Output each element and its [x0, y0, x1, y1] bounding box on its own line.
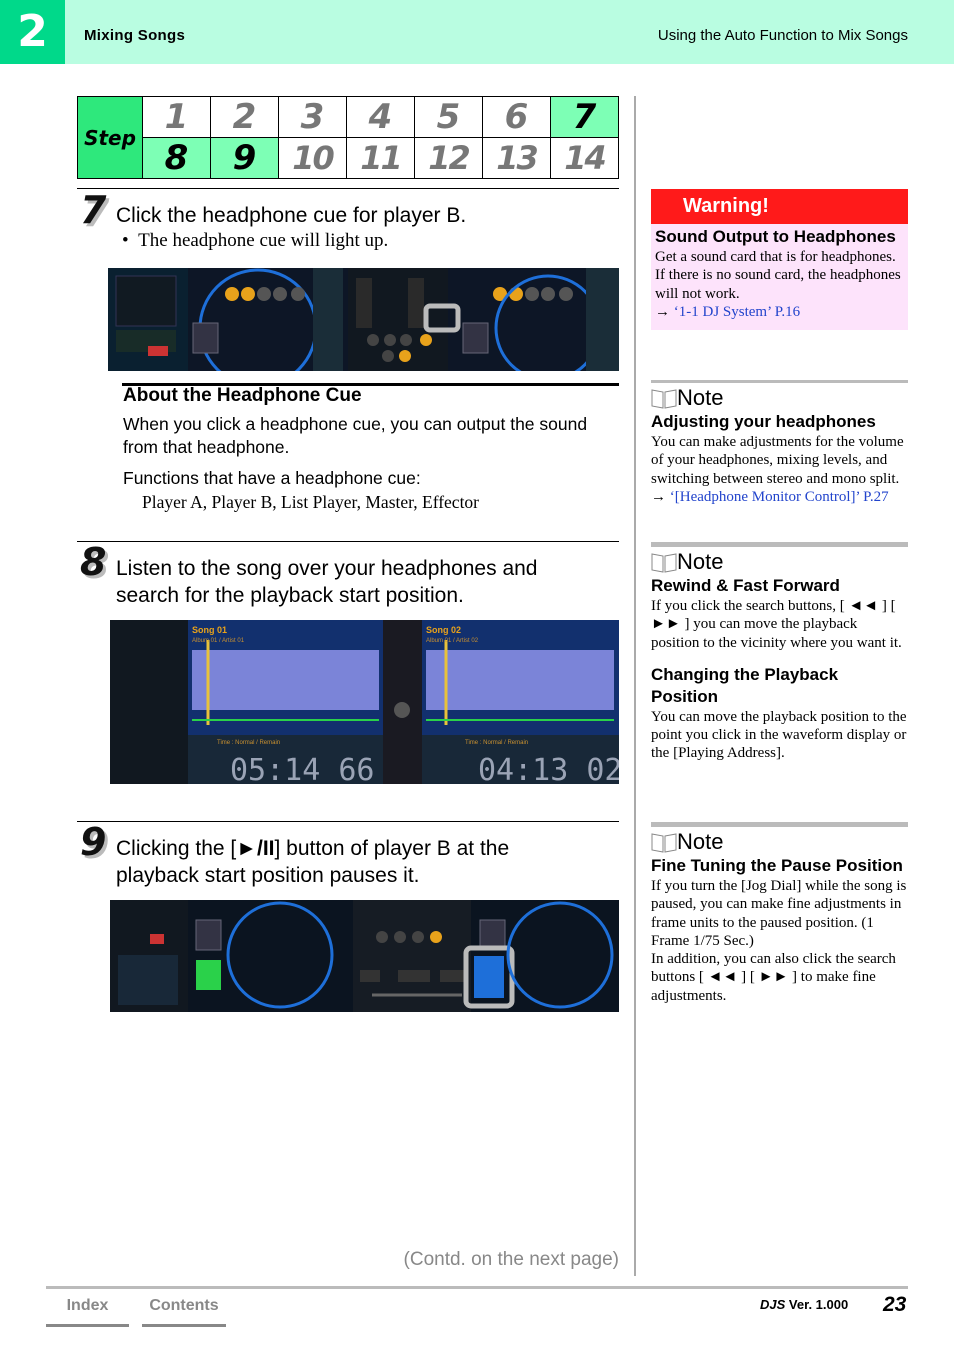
warning-link-row: → ‘1-1 DJ System’ P.16 [655, 303, 801, 320]
song-b-subtitle: Album 01 / Artist 02 [426, 638, 479, 644]
note-text-2: You can move the playback position to th… [651, 708, 907, 762]
time-label-a: Time : Normal / Remain [217, 740, 280, 746]
playing-address-b[interactable]: 04:13 02 [478, 753, 619, 784]
warning-text: Get a sound card that is for headphones.… [655, 249, 901, 302]
step-cell[interactable]: 12 [414, 137, 483, 179]
contents-link[interactable]: Contents [142, 1292, 226, 1327]
play-pause-glyph: ►/II [236, 837, 275, 860]
subsection-rule [122, 383, 619, 386]
play-pause-screenshot [110, 900, 619, 1012]
note-text-2: In addition, you can also click the sear… [651, 951, 896, 1004]
divider [77, 541, 619, 542]
note-text: You can make adjustments for the volume … [651, 434, 904, 487]
step-number: 7 [80, 188, 107, 232]
warning-title: Sound Output to Headphones [655, 227, 896, 246]
step-cell[interactable]: 2 [210, 96, 279, 138]
subsection-text: When you click a headphone cue, you can … [123, 414, 588, 457]
waveform-screenshot: Song 01 Album 01 / Artist 01 Song 02 Alb… [110, 620, 619, 784]
book-icon [651, 551, 677, 573]
step-cell[interactable]: 4 [346, 96, 415, 138]
page-title: Using the Auto Function to Mix Songs [657, 27, 908, 44]
version-text: Ver. 1.000 [788, 1297, 849, 1312]
note-link[interactable]: ‘[Headphone Monitor Control]’ P.27 [669, 488, 889, 505]
step-navigation-table: Step 1 2 3 4 5 6 7 8 9 10 11 12 13 14 [77, 96, 619, 179]
product-name: DJS [760, 1297, 786, 1312]
step-cell[interactable]: 5 [414, 96, 483, 138]
note-title-2: Changing the Playback Position [651, 664, 839, 706]
step-cell[interactable]: 11 [346, 137, 415, 179]
step-cell[interactable]: 6 [482, 96, 551, 138]
book-icon [651, 387, 677, 409]
divider [77, 821, 619, 822]
note-box-search: Note Rewind & Fast Forward If you click … [651, 542, 908, 763]
step-number: 8 [80, 540, 107, 584]
note-bar [651, 542, 908, 547]
subsection-title: About the Headphone Cue [123, 385, 362, 406]
page-header [0, 0, 954, 64]
song-a-subtitle: Album 01 / Artist 01 [192, 638, 245, 644]
footer-rule [46, 1286, 908, 1289]
step-instruction-post: ] button of player B at the playback sta… [116, 837, 510, 887]
step-cell-current[interactable]: 7 [550, 96, 619, 138]
warning-box: Sound Output to Headphones Get a sound c… [651, 224, 908, 330]
note-label: Note [677, 829, 724, 854]
functions-list: Player A, Player B, List Player, Master,… [142, 492, 480, 512]
note-title: Adjusting your headphones [651, 412, 876, 431]
warning-header: Warning! [651, 189, 908, 224]
note-text: If you turn the [Jog Dial] while the son… [651, 878, 907, 949]
note-label: Note [677, 549, 724, 574]
waveform-display: Song 01 Album 01 / Artist 01 Song 02 Alb… [110, 620, 619, 784]
version-info: DJS Ver. 1.000 [760, 1297, 848, 1312]
note-title: Rewind & Fast Forward [651, 576, 840, 595]
dj-mixer-screenshot [108, 268, 619, 371]
time-label-b: Time : Normal / Remain [465, 740, 528, 746]
section-title: Mixing Songs [84, 27, 186, 44]
step-instruction: Listen to the song over your headphones … [116, 557, 538, 607]
divider [77, 188, 619, 189]
note-header: Note [651, 385, 908, 411]
note-header: Note [651, 549, 908, 575]
step-cell[interactable]: 10 [278, 137, 347, 179]
note-box-headphones: Note Adjusting your headphones You can m… [651, 380, 908, 506]
note-box-fine-tuning: Note Fine Tuning the Pause Position If y… [651, 822, 908, 1005]
page-number: 23 [883, 1293, 907, 1316]
playing-address-a[interactable]: 05:14 66 [230, 753, 375, 784]
note-bar [651, 822, 908, 827]
bullet-text: The headphone cue will light up. [138, 230, 389, 251]
note-title: Fine Tuning the Pause Position [651, 856, 903, 875]
warning-link[interactable]: ‘1-1 DJ System’ P.16 [673, 303, 801, 320]
functions-label: Functions that have a headphone cue: [123, 468, 421, 488]
step-instruction: Click the headphone cue for player B. [116, 204, 467, 227]
headphone-cue-screenshot [108, 268, 619, 371]
step-cell[interactable]: 14 [550, 137, 619, 179]
book-icon [651, 831, 677, 853]
chapter-number: 2 [0, 0, 65, 64]
continued-note: (Contd. on the next page) [403, 1249, 619, 1270]
note-label: Note [677, 385, 724, 410]
step-cell-current[interactable]: 8 [142, 137, 211, 179]
index-link[interactable]: Index [46, 1292, 129, 1327]
step-number: 9 [80, 820, 107, 864]
step-cell-current[interactable]: 9 [210, 137, 279, 179]
step-instruction: Clicking the [►/II] button of player B a… [116, 835, 596, 889]
song-a-title: Song 01 [192, 625, 227, 635]
note-bar [651, 380, 908, 383]
song-b-title: Song 02 [426, 625, 461, 635]
note-header: Note [651, 829, 908, 855]
dj-player-screenshot [110, 900, 619, 1012]
step-instruction-pre: Clicking the [ [116, 837, 237, 860]
bullet-item: • The headphone cue will light up. [122, 230, 389, 251]
column-divider [634, 96, 636, 1276]
step-cell[interactable]: 13 [482, 137, 551, 179]
note-link-row: → ‘[Headphone Monitor Control]’ P.27 [651, 488, 889, 505]
note-text: If you click the search buttons, [ ◄◄ ] … [651, 598, 902, 651]
step-label: Step [77, 96, 143, 179]
step-cell[interactable]: 1 [142, 96, 211, 138]
step-cell[interactable]: 3 [278, 96, 347, 138]
